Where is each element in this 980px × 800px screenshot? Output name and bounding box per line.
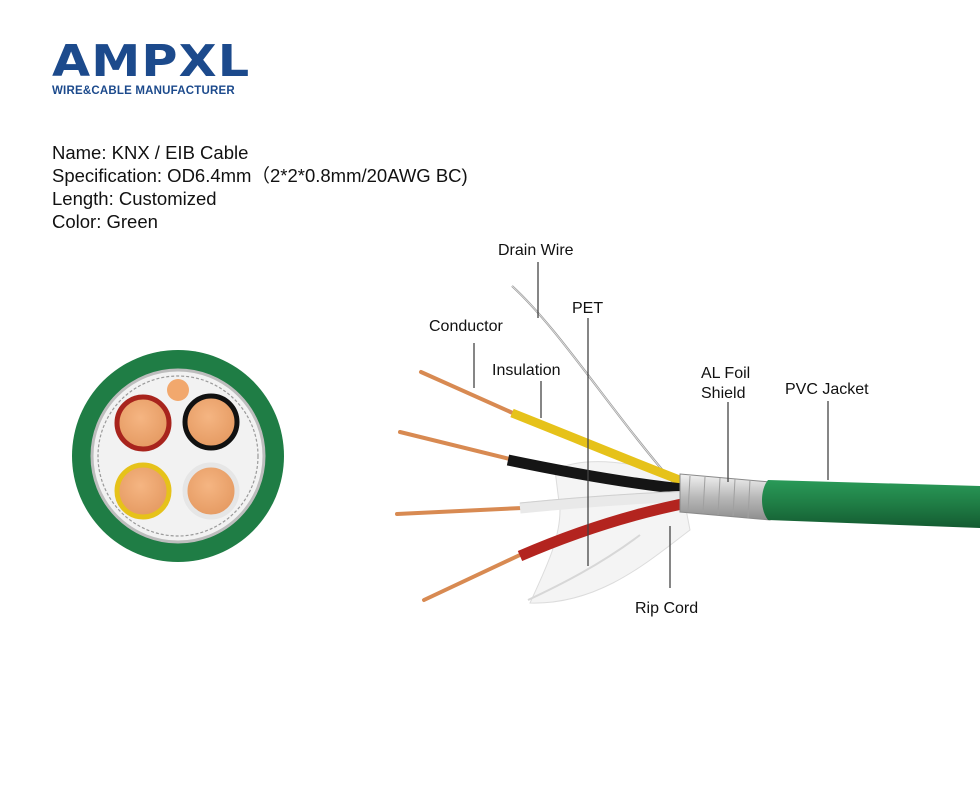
- pet-wrap-edge: [527, 534, 641, 601]
- cable-cross-section: [72, 350, 284, 562]
- brand-logo: AMPXL WIRE&CABLE MANUFACTURER: [52, 40, 262, 98]
- al-foil-shield: [679, 473, 771, 521]
- core-white-outline: [519, 490, 693, 504]
- core-black-section: [182, 393, 240, 451]
- logo-tagline: WIRE&CABLE MANUFACTURER: [52, 85, 235, 97]
- core-yellow-section: [114, 462, 172, 520]
- label-drain-wire: Drain Wire: [498, 242, 574, 259]
- drain-wire-section: [167, 379, 189, 401]
- label-pvc-jacket: PVC Jacket: [785, 381, 869, 398]
- pvc-jacket: [762, 480, 980, 528]
- spec-name: Name: KNX / EIB Cable: [52, 142, 249, 163]
- callout-lines: [473, 262, 829, 588]
- spec-color: Color: Green: [52, 211, 158, 232]
- label-shield: Shield: [701, 385, 745, 402]
- cable-side-view: [395, 285, 980, 604]
- label-pet: PET: [572, 300, 603, 317]
- core-red: [517, 496, 694, 562]
- conductor-red: [422, 552, 524, 602]
- label-insulation: Insulation: [492, 362, 561, 379]
- logo-wordmark: AMPXL: [52, 36, 251, 87]
- core-yellow: [510, 408, 692, 489]
- core-white-section: [182, 462, 240, 520]
- conductor-white: [395, 506, 524, 516]
- spec-specification: Specification: OD6.4mm（2*2*0.8mm/20AWG B…: [52, 165, 468, 186]
- core-red-section: [114, 394, 172, 452]
- cable-specs: Name: KNX / EIB Cable Specification: OD6…: [52, 141, 468, 233]
- drain-wire-highlight: [511, 285, 677, 487]
- label-rip-cord: Rip Cord: [635, 600, 698, 617]
- foil-texture: [687, 475, 751, 519]
- spec-length: Length: Customized: [52, 188, 217, 209]
- label-conductor: Conductor: [429, 318, 503, 335]
- foil-dashes: [97, 375, 259, 537]
- core-black: [506, 454, 693, 496]
- conductor-yellow: [419, 370, 517, 416]
- label-al-foil: AL Foil: [701, 365, 750, 382]
- core-white: [519, 490, 693, 514]
- conductor-black: [398, 430, 512, 461]
